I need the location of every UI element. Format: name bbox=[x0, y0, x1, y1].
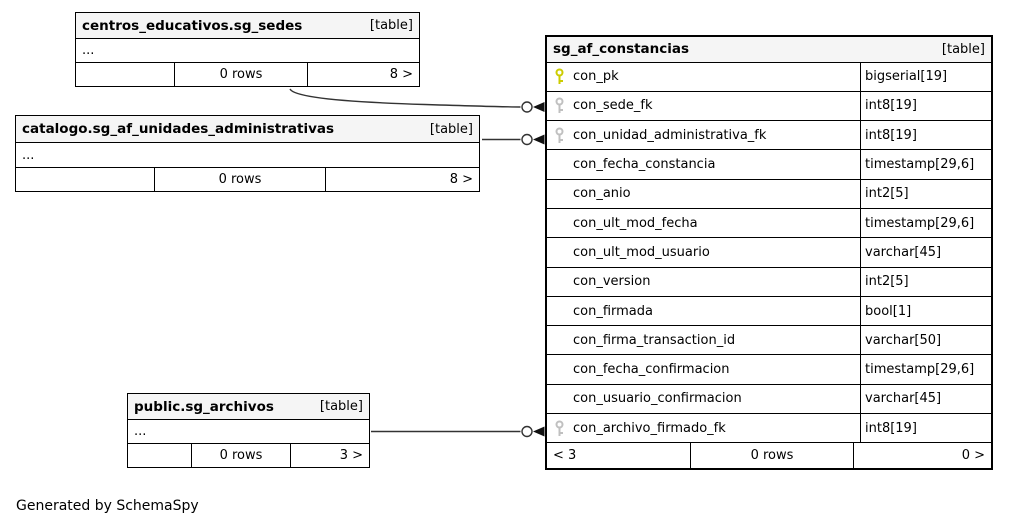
column-type: int8[19] bbox=[860, 121, 991, 150]
column-type: timestamp[29,6] bbox=[860, 150, 991, 179]
table-footer: 0 rows 3 > bbox=[128, 444, 369, 467]
column-row[interactable]: con_unidad_administrativa_fk int8[19] bbox=[547, 121, 991, 151]
row-count: 0 rows bbox=[174, 63, 308, 86]
cardinality-circle-unidad bbox=[521, 133, 533, 146]
column-name: con_version bbox=[573, 274, 651, 290]
arrowhead-sede bbox=[533, 102, 545, 112]
table-node-sg-af-unidades-administrativas[interactable]: catalogo.sg_af_unidades_administrativas … bbox=[15, 115, 480, 192]
collapsed-columns-row: ... bbox=[76, 39, 419, 63]
children-count: 8 > bbox=[389, 67, 413, 82]
table-node-sg-archivos[interactable]: public.sg_archivos [table] ... 0 rows 3 … bbox=[127, 393, 370, 468]
collapsed-columns-row: ... bbox=[16, 143, 479, 168]
row-count: 0 rows bbox=[154, 168, 326, 191]
collapsed-columns-row: ... bbox=[128, 420, 369, 444]
table-name[interactable]: public.sg_archivos bbox=[134, 398, 274, 415]
children-count: 3 > bbox=[339, 448, 363, 463]
table-tag: [table] bbox=[941, 41, 985, 57]
column-row[interactable]: con_fecha_confirmacion timestamp[29,6] bbox=[547, 355, 991, 385]
foreign-key-icon bbox=[555, 97, 564, 114]
column-name: con_fecha_confirmacion bbox=[573, 362, 730, 378]
table-name[interactable]: catalogo.sg_af_unidades_administrativas bbox=[22, 121, 335, 137]
column-name: con_ult_mod_fecha bbox=[573, 215, 698, 231]
column-type: int8[19] bbox=[860, 414, 991, 443]
arrowhead-unidad bbox=[533, 134, 545, 145]
table-header[interactable]: catalogo.sg_af_unidades_administrativas … bbox=[16, 116, 479, 143]
column-type: bool[1] bbox=[860, 296, 991, 326]
column-name: con_firmada bbox=[573, 303, 653, 319]
column-type: int2[5] bbox=[860, 179, 991, 208]
column-name: con_firma_transaction_id bbox=[573, 332, 736, 348]
column-row[interactable]: con_archivo_firmado_fk int8[19] bbox=[547, 414, 991, 444]
column-row[interactable]: con_usuario_confirmacion varchar[45] bbox=[547, 384, 991, 415]
table-name[interactable]: sg_af_constancias bbox=[553, 41, 690, 58]
table-header[interactable]: public.sg_archivos [table] bbox=[128, 394, 369, 420]
column-type: varchar[45] bbox=[860, 384, 991, 414]
table-footer: 0 rows 8 > bbox=[76, 63, 419, 86]
table-name[interactable]: centros_educativos.sg_sedes bbox=[82, 17, 303, 34]
table-tag: [table] bbox=[429, 121, 473, 137]
column-name: con_fecha_constancia bbox=[573, 157, 716, 173]
column-row[interactable]: con_ult_mod_fecha timestamp[29,6] bbox=[547, 208, 991, 239]
row-count: 0 rows bbox=[690, 443, 854, 468]
table-node-sg-af-constancias[interactable]: sg_af_constancias [table] con_pk bigseri… bbox=[545, 35, 993, 470]
column-name: con_usuario_confirmacion bbox=[573, 391, 742, 407]
foreign-key-icon bbox=[555, 420, 564, 436]
column-row[interactable]: con_firma_transaction_id varchar[50] bbox=[547, 326, 991, 356]
column-name: con_archivo_firmado_fk bbox=[573, 420, 726, 436]
column-name: con_sede_fk bbox=[573, 98, 653, 114]
column-type: int8[19] bbox=[860, 91, 991, 121]
table-header[interactable]: sg_af_constancias [table] bbox=[547, 37, 991, 63]
column-name: con_pk bbox=[573, 69, 619, 85]
column-row[interactable]: con_pk bigserial[19] bbox=[547, 62, 991, 92]
column-row[interactable]: con_anio int2[5] bbox=[547, 179, 991, 209]
column-type: timestamp[29,6] bbox=[860, 355, 991, 384]
arrowhead-archivo bbox=[533, 426, 545, 437]
column-type: varchar[45] bbox=[860, 238, 991, 267]
column-type: bigserial[19] bbox=[860, 62, 991, 91]
fk-edge-sede bbox=[289, 88, 521, 108]
table-footer: < 3 0 rows 0 > bbox=[547, 443, 991, 468]
column-row[interactable]: con_fecha_constancia timestamp[29,6] bbox=[547, 150, 991, 180]
footer-spacer-cell bbox=[16, 168, 154, 191]
table-tag: [table] bbox=[319, 399, 363, 414]
footer-spacer-cell bbox=[128, 444, 191, 467]
table-node-sg-sedes[interactable]: centros_educativos.sg_sedes [table] ... … bbox=[75, 12, 420, 87]
column-row[interactable]: con_firmada bool[1] bbox=[547, 296, 991, 327]
row-count: 0 rows bbox=[191, 444, 291, 467]
table-tag: [table] bbox=[369, 18, 413, 33]
cardinality-circle-sede bbox=[521, 101, 533, 113]
column-name: con_anio bbox=[573, 186, 631, 202]
table-footer: 0 rows 8 > bbox=[16, 168, 479, 191]
primary-key-icon bbox=[555, 68, 564, 85]
foreign-key-icon bbox=[555, 127, 564, 143]
column-type: varchar[50] bbox=[860, 326, 991, 355]
column-name: con_ult_mod_usuario bbox=[573, 244, 710, 260]
cardinality-circle-archivo bbox=[521, 425, 533, 438]
column-row[interactable]: con_ult_mod_usuario varchar[45] bbox=[547, 238, 991, 268]
column-row[interactable]: con_version int2[5] bbox=[547, 267, 991, 297]
children-count: 0 > bbox=[961, 448, 985, 464]
generated-by-caption: Generated by SchemaSpy bbox=[16, 498, 199, 514]
column-name: con_unidad_administrativa_fk bbox=[573, 127, 767, 143]
parents-count: < 3 bbox=[553, 448, 577, 464]
table-header[interactable]: centros_educativos.sg_sedes [table] bbox=[76, 13, 419, 39]
column-type: int2[5] bbox=[860, 267, 991, 296]
footer-spacer-cell bbox=[76, 63, 174, 86]
column-row[interactable]: con_sede_fk int8[19] bbox=[547, 91, 991, 122]
children-count: 8 > bbox=[449, 172, 473, 187]
column-type: timestamp[29,6] bbox=[860, 208, 991, 238]
